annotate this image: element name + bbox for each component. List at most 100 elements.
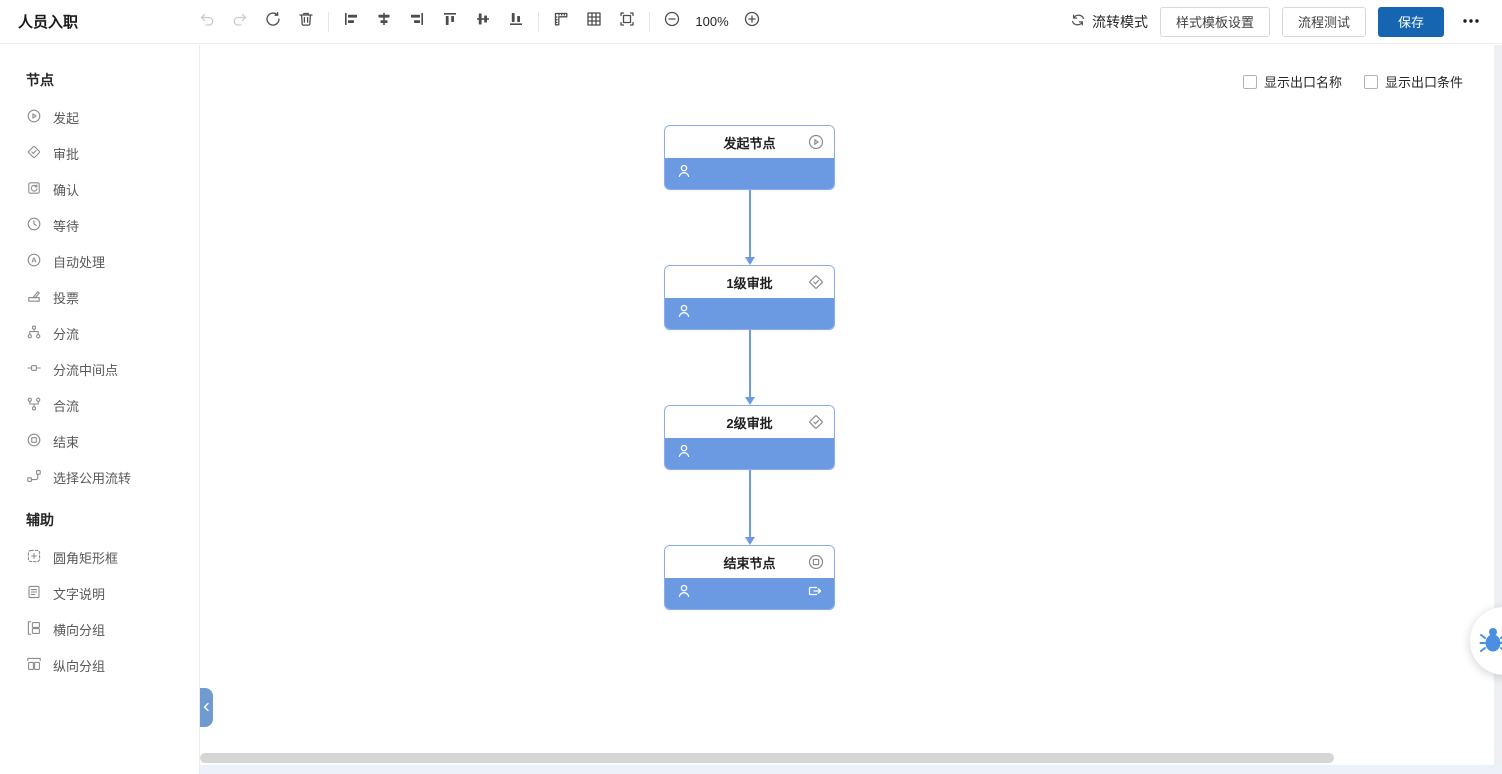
sidebar-item-horizontal-group[interactable]: 横向分组 bbox=[0, 611, 199, 647]
flow-test-button[interactable]: 流程测试 bbox=[1281, 6, 1366, 37]
zoom-out-icon bbox=[663, 10, 681, 33]
sidebar-item-end[interactable]: 结束 bbox=[0, 423, 199, 459]
assistant-float-button[interactable] bbox=[1470, 607, 1502, 675]
style-template-settings-button[interactable]: 样式模板设置 bbox=[1159, 6, 1270, 37]
sidebar-item-label: 自动处理 bbox=[53, 254, 106, 270]
flow-node-approval-1[interactable]: 1级审批 bbox=[664, 265, 835, 330]
person-icon[interactable] bbox=[676, 303, 692, 324]
align-left-button[interactable] bbox=[337, 8, 365, 36]
sidebar-item-confirm[interactable]: 确认 bbox=[0, 171, 199, 207]
sidebar-item-label: 纵向分组 bbox=[53, 658, 106, 674]
undo-button[interactable] bbox=[193, 8, 221, 36]
align-left-icon bbox=[342, 10, 360, 33]
sidebar-item-label: 选择公用流转 bbox=[53, 470, 132, 486]
split-icon bbox=[26, 324, 42, 343]
align-center-horizontal-button[interactable] bbox=[370, 8, 398, 36]
sidebar-item-split[interactable]: 分流 bbox=[0, 315, 199, 351]
sidebar-item-vertical-group[interactable]: 纵向分组 bbox=[0, 647, 199, 683]
sidebar-item-approval[interactable]: 审批 bbox=[0, 135, 199, 171]
zoom-group: 100% bbox=[658, 8, 766, 36]
align-top-icon bbox=[441, 10, 459, 33]
sidebar-item-label: 合流 bbox=[53, 398, 80, 414]
person-icon[interactable] bbox=[676, 163, 692, 184]
flow-connector-arrow[interactable] bbox=[745, 330, 755, 405]
align-middle-vertical-icon bbox=[474, 10, 492, 33]
show-exit-condition-checkbox[interactable] bbox=[1363, 74, 1378, 89]
start-play-icon bbox=[807, 133, 825, 151]
vertical-scrollbar[interactable] bbox=[1494, 45, 1502, 765]
flow-node-start[interactable]: 发起节点 bbox=[664, 125, 835, 190]
fit-view-button[interactable] bbox=[613, 8, 641, 36]
align-bottom-button[interactable] bbox=[502, 8, 530, 36]
toolbar-divider bbox=[538, 11, 539, 32]
refresh-icon bbox=[264, 10, 282, 33]
align-center-horizontal-icon bbox=[375, 10, 393, 33]
flow-connector-arrow[interactable] bbox=[745, 190, 755, 265]
show-exit-name-label: 显示出口名称 bbox=[1263, 75, 1342, 90]
sidebar-item-split-midpoint[interactable]: 分流中间点 bbox=[0, 351, 199, 387]
page-title: 人员入职 bbox=[18, 14, 79, 31]
delete-icon bbox=[297, 10, 315, 33]
section-title-auxiliary: 辅助 bbox=[26, 512, 54, 528]
sidebar-item-merge[interactable]: 合流 bbox=[0, 387, 199, 423]
flow-canvas[interactable]: 显示出口名称 显示出口条件 发起节点 1级审批 bbox=[200, 45, 1502, 774]
ruler-button[interactable] bbox=[547, 8, 575, 36]
sidebar-item-vote[interactable]: 投票 bbox=[0, 279, 199, 315]
save-button[interactable]: 保存 bbox=[1377, 6, 1444, 37]
sidebar-item-label: 确认 bbox=[53, 182, 80, 198]
node-title: 结束节点 bbox=[723, 555, 776, 571]
rounded-rect-icon bbox=[26, 548, 42, 567]
flow-out-icon[interactable] bbox=[807, 583, 823, 604]
person-icon[interactable] bbox=[676, 583, 692, 604]
flow-mode-toggle[interactable]: 流转模式 bbox=[1070, 12, 1148, 32]
flow-mode-label: 流转模式 bbox=[1091, 13, 1148, 30]
show-exit-condition-option[interactable]: 显示出口条件 bbox=[1363, 72, 1463, 91]
vertical-group-icon bbox=[26, 656, 42, 675]
zoom-level: 100% bbox=[695, 14, 729, 29]
grid-icon bbox=[585, 10, 603, 33]
split-midpoint-icon bbox=[26, 360, 42, 379]
sidebar-item-label: 发起 bbox=[53, 110, 80, 126]
node-header: 发起节点 bbox=[665, 126, 834, 158]
show-exit-condition-label: 显示出口条件 bbox=[1384, 75, 1463, 90]
common-flow-icon bbox=[26, 468, 42, 487]
horizontal-scrollbar-thumb[interactable] bbox=[200, 753, 1334, 763]
align-right-icon bbox=[408, 10, 426, 33]
node-title: 1级审批 bbox=[726, 275, 773, 291]
flow-node-end[interactable]: 结束节点 bbox=[664, 545, 835, 610]
sidebar-collapse-handle[interactable] bbox=[200, 688, 213, 727]
svg-text:A: A bbox=[31, 255, 37, 264]
align-group bbox=[337, 8, 530, 36]
zoom-in-icon bbox=[743, 10, 761, 33]
zoom-in-button[interactable] bbox=[738, 8, 766, 36]
sidebar-item-rounded-rect[interactable]: 圆角矩形框 bbox=[0, 539, 199, 575]
approval-diamond-icon bbox=[807, 273, 825, 291]
section-title-nodes: 节点 bbox=[26, 72, 54, 88]
sidebar-item-label: 审批 bbox=[53, 146, 80, 162]
show-exit-name-option[interactable]: 显示出口名称 bbox=[1242, 72, 1342, 91]
canvas-bottom-edge bbox=[200, 765, 1502, 774]
person-icon[interactable] bbox=[676, 443, 692, 464]
display-options: 显示出口名称 显示出口条件 bbox=[1242, 72, 1463, 91]
align-right-button[interactable] bbox=[403, 8, 431, 36]
approval-diamond-icon bbox=[807, 413, 825, 431]
show-exit-name-checkbox[interactable] bbox=[1242, 74, 1257, 89]
delete-button[interactable] bbox=[292, 8, 320, 36]
more-menu-button[interactable] bbox=[1456, 8, 1486, 36]
auto-process-icon: A bbox=[26, 252, 42, 271]
sidebar-item-auto-process[interactable]: A 自动处理 bbox=[0, 243, 199, 279]
zoom-out-button[interactable] bbox=[658, 8, 686, 36]
align-top-button[interactable] bbox=[436, 8, 464, 36]
align-middle-vertical-button[interactable] bbox=[469, 8, 497, 36]
flow-node-approval-2[interactable]: 2级审批 bbox=[664, 405, 835, 470]
sidebar-item-start[interactable]: 发起 bbox=[0, 99, 199, 135]
sidebar-item-text-note[interactable]: 文字说明 bbox=[0, 575, 199, 611]
flow-connector-arrow[interactable] bbox=[745, 470, 755, 545]
sidebar-item-wait[interactable]: 等待 bbox=[0, 207, 199, 243]
undo-icon bbox=[198, 10, 216, 33]
redo-button[interactable] bbox=[226, 8, 254, 36]
refresh-button[interactable] bbox=[259, 8, 287, 36]
grid-button[interactable] bbox=[580, 8, 608, 36]
sidebar-item-common-flow[interactable]: 选择公用流转 bbox=[0, 459, 199, 495]
